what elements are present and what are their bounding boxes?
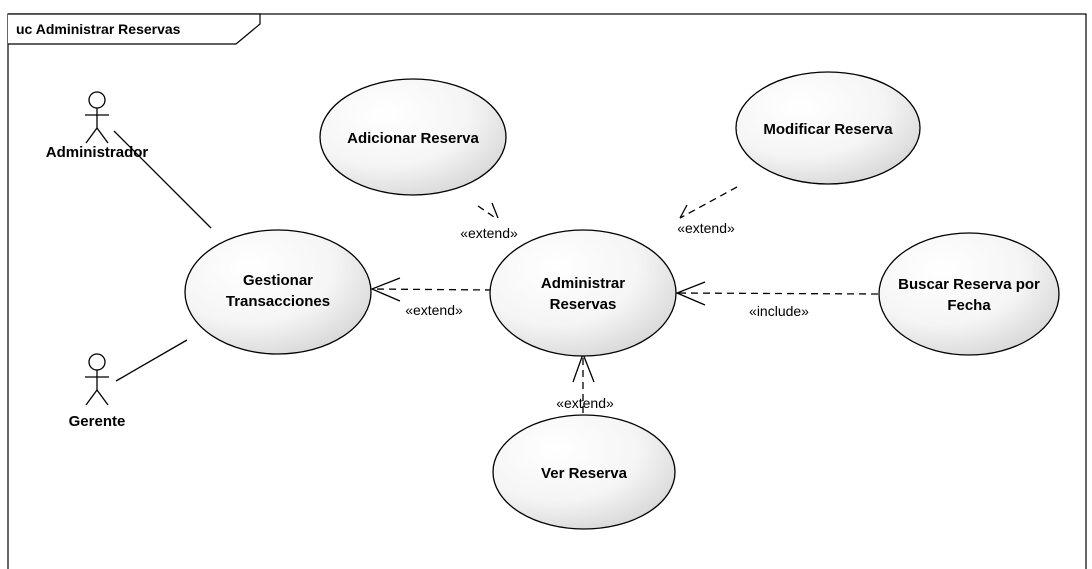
relation-buscar-include <box>675 281 879 306</box>
usecase-label: Fecha <box>947 297 991 314</box>
usecase-administrar-reservas[interactable]: Administrar Reservas <box>489 229 677 357</box>
actor-gerente[interactable]: Gerente <box>69 353 126 430</box>
usecase-buscar-reserva-por-fecha[interactable]: Buscar Reserva por Fecha <box>878 232 1060 356</box>
stereotype-label-extend: «extend» <box>405 302 463 318</box>
usecase-label: Gestionar <box>243 272 313 289</box>
stereotype-label-extend: «extend» <box>556 395 614 411</box>
usecase-modificar-reserva[interactable]: Modificar Reserva <box>735 71 921 185</box>
diagram-frame <box>7 13 1087 569</box>
usecase-label: Ver Reserva <box>541 465 628 482</box>
relation-modificar-extend <box>679 186 738 219</box>
actor-label: Gerente <box>69 413 126 430</box>
usecase-label: Buscar Reserva por <box>898 276 1040 293</box>
usecase-ver-reserva[interactable]: Ver Reserva <box>492 414 676 530</box>
stick-figure-icon <box>85 91 109 144</box>
usecase-label: Administrar <box>541 275 625 292</box>
relation-gestionar-extend <box>370 277 493 302</box>
actor-administrador[interactable]: Administrador <box>46 91 149 161</box>
stereotype-label-include: «include» <box>749 303 809 319</box>
relation-adicionar-extend <box>477 202 499 220</box>
usecase-adicionar-reserva[interactable]: Adicionar Reserva <box>319 78 507 196</box>
stereotype-label-extend: «extend» <box>677 220 735 236</box>
usecase-label: Reservas <box>550 296 617 313</box>
frame-title-tab <box>8 13 261 45</box>
actor-label: Administrador <box>46 144 149 161</box>
usecase-label: Adicionar Reserva <box>347 130 479 147</box>
stereotype-label-extend: «extend» <box>460 225 518 241</box>
frame-title: uc Administrar Reservas <box>16 21 181 37</box>
stick-figure-icon <box>85 353 109 406</box>
usecase-gestionar-transacciones[interactable]: Gestionar Transacciones <box>184 229 372 355</box>
usecase-label: Transacciones <box>226 293 330 310</box>
association-administrador-gestionar <box>113 130 212 229</box>
usecase-label: Modificar Reserva <box>763 121 893 138</box>
association-gerente-gestionar <box>115 339 188 382</box>
